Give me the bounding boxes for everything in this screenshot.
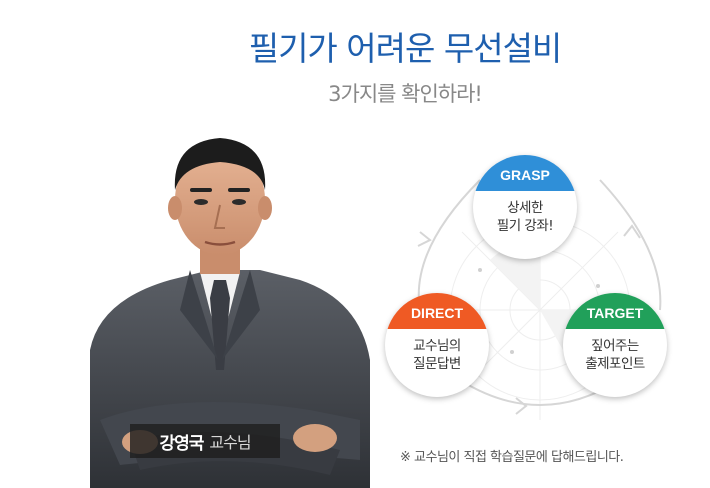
arrow-bottom-icon [515, 397, 528, 415]
direct-line1: 교수님의 [413, 338, 461, 354]
target-line2: 출제포인트 [585, 356, 645, 372]
grasp-line2: 필기 강좌! [496, 218, 554, 234]
cycle-arc-right [599, 179, 662, 311]
cycle-arc-left [417, 179, 481, 311]
subheadline: 3가지를 확인하라! [328, 82, 483, 106]
grasp-line1: 상세한 [507, 200, 543, 216]
direct-line2: 질문답변 [413, 356, 461, 372]
arrow-right-icon [623, 224, 641, 239]
target-line1: 짚어주는 [591, 338, 639, 354]
professor-title: 교수님 [209, 433, 251, 452]
headline: 필기가 어려운 무선설비 [248, 29, 563, 68]
professor-name: 강영국 [159, 433, 204, 454]
footnote: ※ 교수님이 직접 학습질문에 답해드립니다. [400, 450, 624, 465]
grasp-badge: GRASP 상세한 필기 강좌! [473, 155, 577, 259]
target-badge: TARGET 짚어주는 출제포인트 [563, 293, 667, 397]
arrow-left-icon [417, 231, 432, 247]
direct-badge: DIRECT 교수님의 질문답변 [385, 293, 489, 397]
professor-name-tag: 강영국 교수님 [130, 424, 280, 458]
